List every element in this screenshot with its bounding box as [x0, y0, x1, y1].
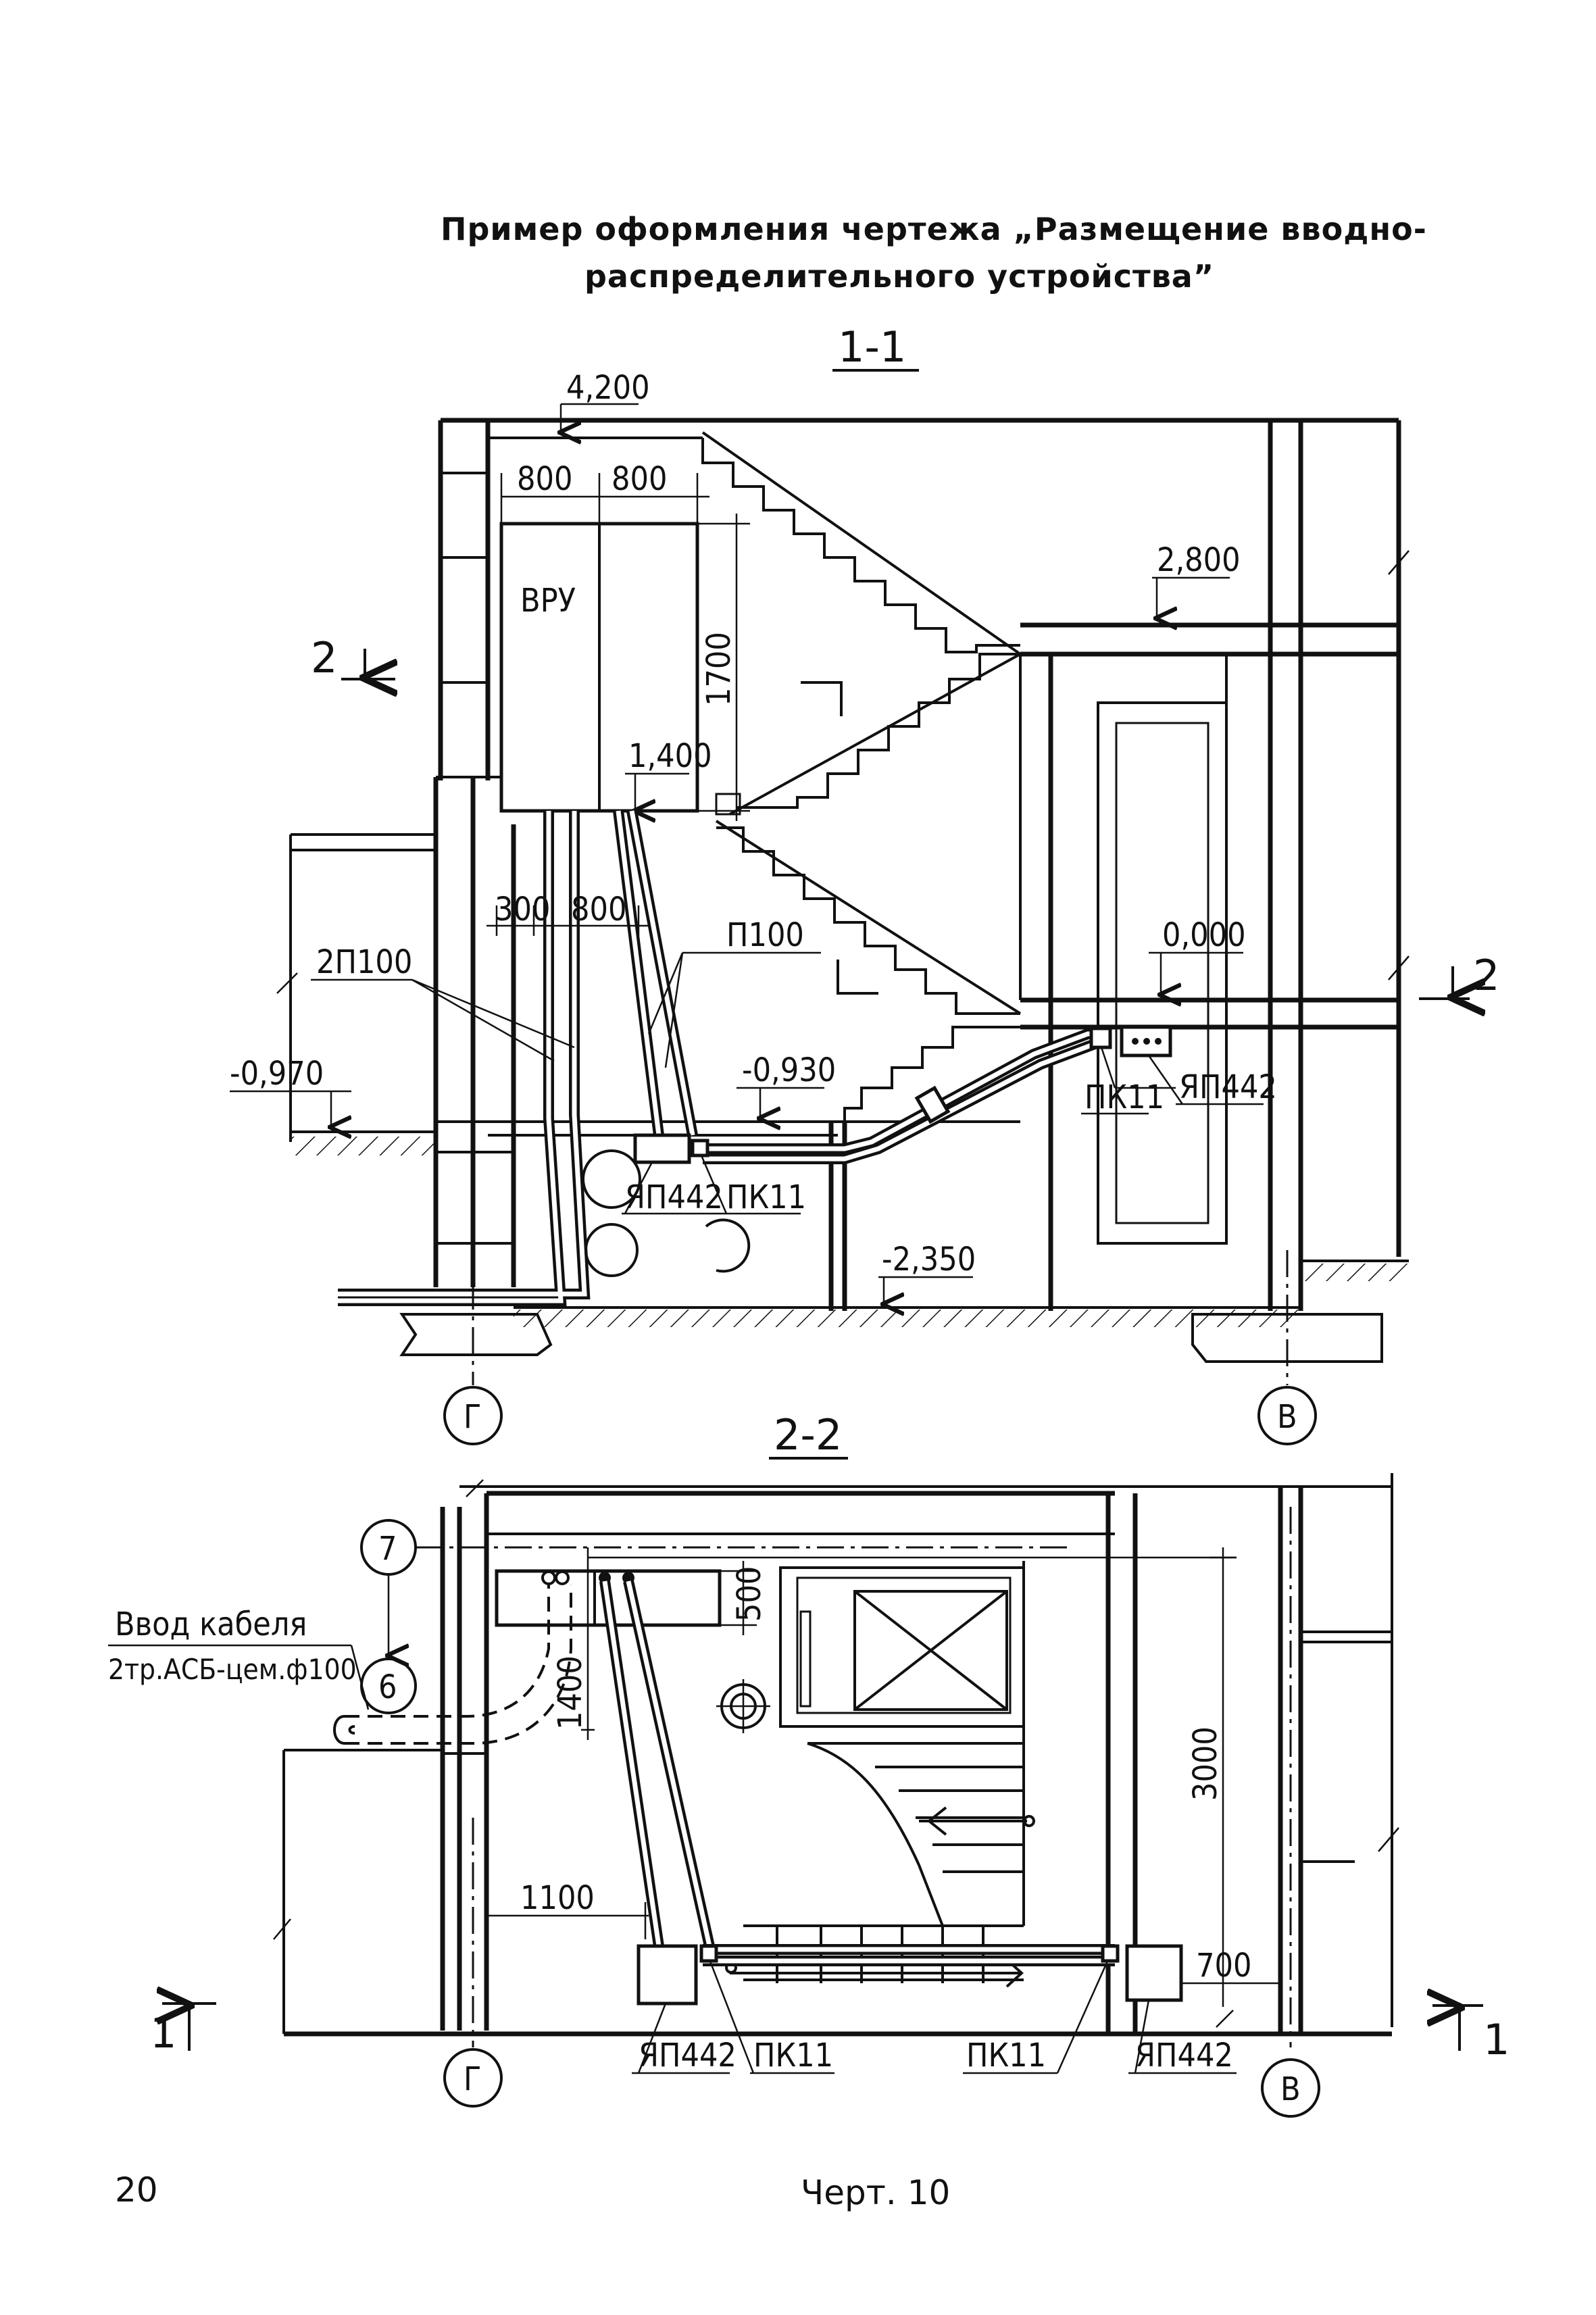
dim-300: 300 [495, 891, 550, 928]
yap442-right-1: ЯП442 [1179, 1068, 1277, 1106]
plan-boxes: ЯП442 ПК11 ПК11 ЯП442 [632, 1944, 1237, 2074]
boxes-lower: ЯП442 ПК11 [582, 1133, 806, 1277]
cable-entry-label: Ввод кабеля 2тр.АСБ-цем.ф100 [108, 1605, 370, 1710]
plan-pipes [599, 1580, 1115, 1966]
vru-cabinet: ВРУ [499, 522, 699, 813]
yap442-left-2: ЯП442 [639, 2037, 737, 2074]
pipe-labels: 2П100 П100 [311, 916, 821, 1068]
drawing-title: Пример оформления чертежа „Размещение вв… [441, 211, 1427, 295]
staircase-plan [725, 1561, 1035, 1988]
vru-label: ВРУ [520, 582, 576, 620]
axes-1-1: Г В [443, 1149, 1317, 1445]
elevation-markers: 4,200 2,800 1,400 0,000 -0,930 -0,970 -2… [230, 369, 1246, 1304]
label-p100: П100 [726, 916, 804, 954]
cable-label-line-2: 2тр.АСБ-цем.ф100 [108, 1653, 357, 1686]
dim-800-a: 800 [517, 460, 572, 498]
elevator-shaft [779, 1566, 1025, 1728]
drawing-number: Черт. 10 [801, 2173, 950, 2212]
axis-g-1: Г [464, 1398, 481, 1436]
yap442-right-2: ЯП442 [1135, 2037, 1233, 2074]
annex-left [276, 833, 436, 1155]
cut-1-right: 1 [1483, 2015, 1510, 2064]
axis-7: 7 [378, 1530, 397, 1568]
axis-v-2: В [1280, 2070, 1301, 2108]
dim-500: 500 [730, 1566, 768, 1622]
boxes-upper-right: ПК11 ЯП442 [1081, 1025, 1277, 1116]
dim-1700: 1700 [700, 632, 738, 706]
cut-marks-1: 1 1 [150, 2003, 1510, 2064]
cable-pipes [338, 810, 1101, 1306]
dim-800-b: 800 [612, 460, 667, 498]
dim-1400: 1400 [551, 1656, 589, 1730]
break-marks [1388, 550, 1410, 980]
ground [399, 1260, 1409, 1363]
dim-800-c: 800 [571, 891, 626, 928]
yap442-left-1: ЯП442 [625, 1178, 723, 1216]
pk11-right-1: ПК11 [1084, 1078, 1164, 1116]
pk11-left-1: ПК11 [726, 1178, 806, 1216]
section-1-1: 1-1 [230, 322, 1499, 1445]
staircase [701, 431, 1022, 1122]
section-2-2: 2-2 [108, 1410, 1510, 2118]
pk11-left-2: ПК11 [753, 2037, 833, 2074]
pk11-right-2: ПК11 [966, 2037, 1046, 2074]
elev-m0970: -0,970 [230, 1055, 324, 1093]
pipe-dimensions: 300 800 [487, 891, 649, 936]
elev-1400: 1,400 [628, 737, 712, 775]
section-1-1-heading: 1-1 [838, 322, 906, 372]
label-2p100: 2П100 [316, 943, 412, 981]
axis-6: 6 [378, 1668, 397, 1706]
axis-v-1: В [1277, 1398, 1297, 1436]
floor-drain [716, 1679, 770, 1733]
cut-2-left: 2 [311, 633, 337, 682]
axis-g-2: Г [464, 2060, 481, 2098]
footer: 20 Черт. 10 [115, 2170, 950, 2212]
elev-4200: 4,200 [566, 369, 650, 407]
axes-2-2: Г В [443, 1507, 1320, 2118]
cable-entry-conduits [333, 1585, 572, 1745]
vru-dimensions: 800 800 1700 [500, 460, 750, 821]
elev-0000: 0,000 [1162, 916, 1246, 954]
axes-7-6: 7 6 [360, 1519, 1068, 1714]
plan-dimensions: 500 1400 3000 1100 700 [487, 1547, 1280, 2007]
plan-walls [273, 1473, 1399, 2037]
dim-1100: 1100 [520, 1879, 595, 1917]
cut-marks-2: 2 2 [311, 633, 1499, 1000]
dim-700: 700 [1196, 1947, 1251, 1985]
elev-m2350: -2,350 [882, 1241, 976, 1278]
cut-2-right: 2 [1473, 951, 1499, 1000]
dim-3000: 3000 [1187, 1726, 1224, 1801]
title-line-1: Пример оформления чертежа „Размещение вв… [441, 211, 1427, 247]
section-2-2-heading: 2-2 [774, 1410, 842, 1460]
cut-1-left: 1 [150, 2008, 176, 2058]
elev-2800: 2,800 [1157, 541, 1241, 579]
page-number: 20 [115, 2170, 158, 2210]
title-line-2: распределительного устройства” [584, 258, 1214, 295]
elev-m0930: -0,930 [742, 1051, 836, 1089]
cable-label-line-1: Ввод кабеля [115, 1605, 307, 1643]
